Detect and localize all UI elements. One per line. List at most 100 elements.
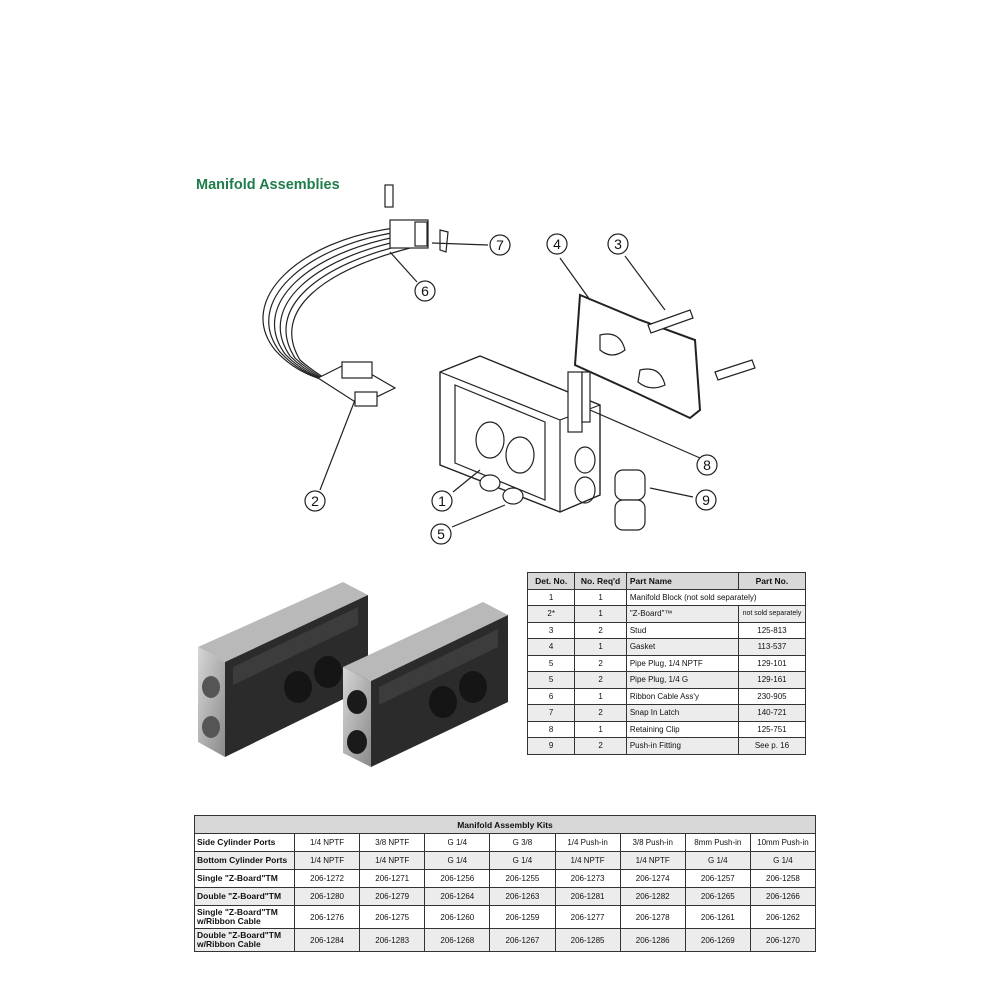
row-label: Side Cylinder Ports <box>194 833 295 852</box>
kit-cell: 206-1286 <box>619 928 686 952</box>
kit-cell: 1/4 NPTF <box>359 851 426 870</box>
kit-cell: 206-1272 <box>293 869 361 888</box>
kit-cell: 206-1259 <box>489 905 556 929</box>
kit-cell: G 1/4 <box>749 851 817 870</box>
kit-cell: G 1/4 <box>489 851 556 870</box>
kit-cell: 206-1264 <box>424 887 491 906</box>
part-cell: 129-101 <box>737 654 807 672</box>
kit-cell: 206-1271 <box>359 869 426 888</box>
kit-cell: 206-1265 <box>684 887 751 906</box>
part-cell: 125-751 <box>737 720 807 738</box>
req-cell: 2 <box>574 737 627 755</box>
kit-cell: 206-1282 <box>619 887 686 906</box>
req-cell: 2 <box>574 671 627 689</box>
name-cell: Snap In Latch <box>625 704 739 722</box>
kit-cell: 206-1261 <box>684 905 751 929</box>
name-cell: Retaining Clip <box>625 720 739 738</box>
kit-cell: 206-1268 <box>424 928 491 952</box>
det-cell: 9 <box>526 737 576 755</box>
kits-table: Manifold Assembly Kits Side Cylinder Por… <box>194 815 817 952</box>
name-cell: "Z-Board"™ <box>625 605 739 623</box>
kit-cell: 206-1269 <box>684 928 751 952</box>
kit-cell: 206-1279 <box>359 887 426 906</box>
kit-cell: 206-1273 <box>554 869 621 888</box>
name-cell: Manifold Block (not sold separately) <box>625 588 807 606</box>
callout-3: 3 <box>614 236 622 252</box>
kit-cell: 206-1263 <box>489 887 556 906</box>
row-label: Single "Z-Board"TM w/Ribbon Cable <box>194 905 295 929</box>
callout-5: 5 <box>437 526 445 542</box>
kit-cell: 206-1274 <box>619 869 686 888</box>
det-cell: 5 <box>526 671 576 689</box>
part-cell: 129-161 <box>737 671 807 689</box>
part-cell: 230-905 <box>737 687 807 705</box>
name-cell: Gasket <box>625 638 739 656</box>
table-row: Double "Z-Board"TM w/Ribbon Cable 206-12… <box>194 928 817 952</box>
kit-cell: 206-1275 <box>359 905 426 929</box>
kit-cell: 206-1284 <box>293 928 361 952</box>
callout-4: 4 <box>553 236 561 252</box>
kit-cell: 206-1255 <box>489 869 556 888</box>
det-cell: 7 <box>526 704 576 722</box>
exploded-diagram: 7 6 4 3 8 9 2 1 5 <box>262 184 756 545</box>
req-cell: 1 <box>574 720 627 738</box>
kit-cell: G 1/4 <box>684 851 751 870</box>
row-label: Single "Z-Board"TM <box>194 869 295 888</box>
kit-cell: G 1/4 <box>424 851 491 870</box>
part-cell: See p. 16 <box>737 737 807 755</box>
req-cell: 1 <box>574 588 627 606</box>
kit-cell: 8mm Push-in <box>684 833 751 852</box>
section-title: Manifold Assemblies <box>196 177 340 193</box>
req-cell: 2 <box>574 704 627 722</box>
kit-cell: 206-1258 <box>749 869 817 888</box>
part-cell: 125-813 <box>737 621 807 639</box>
det-cell: 6 <box>526 687 576 705</box>
kit-cell: 206-1278 <box>619 905 686 929</box>
det-cell: 3 <box>526 621 576 639</box>
kit-cell: 206-1283 <box>359 928 426 952</box>
kit-cell: 206-1285 <box>554 928 621 952</box>
req-cell: 1 <box>574 687 627 705</box>
req-cell: 2 <box>574 654 627 672</box>
kit-cell: 206-1262 <box>749 905 817 929</box>
kit-cell: 206-1256 <box>424 869 491 888</box>
table-row: Bottom Cylinder Ports 1/4 NPTF 1/4 NPTF … <box>194 851 817 870</box>
table-row: Double "Z-Board"TM 206-1280 206-1279 206… <box>194 887 817 906</box>
part-cell: 113-537 <box>737 638 807 656</box>
name-cell: Ribbon Cable Ass'y <box>625 687 739 705</box>
name-cell: Push-in Fitting <box>625 737 739 755</box>
kit-cell: 206-1276 <box>293 905 361 929</box>
kit-cell: 3/8 Push-in <box>619 833 686 852</box>
name-cell: Pipe Plug, 1/4 G <box>625 671 739 689</box>
kit-cell: 206-1277 <box>554 905 621 929</box>
kits-table-title-row: Manifold Assembly Kits <box>194 815 816 834</box>
kit-cell: 206-1257 <box>684 869 751 888</box>
callout-6: 6 <box>421 283 429 299</box>
kit-cell: G 1/4 <box>424 833 491 852</box>
kit-cell: 206-1270 <box>749 928 817 952</box>
req-cell: 1 <box>574 605 627 623</box>
row-label: Bottom Cylinder Ports <box>194 851 295 870</box>
kit-cell: 10mm Push-in <box>749 833 817 852</box>
kit-cell: 206-1267 <box>489 928 556 952</box>
kit-cell: 1/4 Push-in <box>554 833 621 852</box>
det-cell: 2* <box>526 605 576 623</box>
col-part-no: Part No. <box>737 572 807 590</box>
kit-cell: 1/4 NPTF <box>293 833 361 852</box>
callout-9: 9 <box>702 492 710 508</box>
col-part-name: Part Name <box>625 572 739 590</box>
kit-cell: 206-1281 <box>554 887 621 906</box>
det-cell: 1 <box>526 588 576 606</box>
det-cell: 5 <box>526 654 576 672</box>
table-row: Single "Z-Board"TM 206-1272 206-1271 206… <box>194 869 817 888</box>
name-cell: Stud <box>625 621 739 639</box>
callout-2: 2 <box>311 493 319 509</box>
